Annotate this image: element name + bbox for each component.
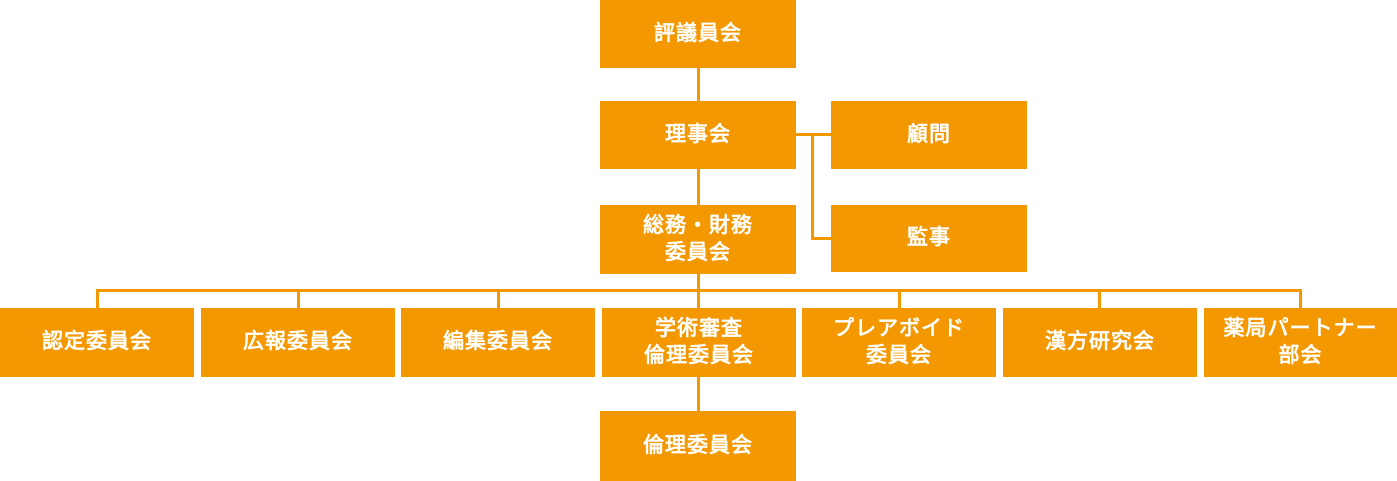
org-node-general-affairs-finance-committee-label: 総務・財務 委員会 (643, 213, 753, 264)
connector-board-to-auditor-horizontal (811, 237, 831, 240)
org-node-council-label: 評議員会 (654, 21, 742, 45)
org-node-certification-committee-label: 認定委員会 (42, 330, 152, 354)
org-node-academic-review-ethics-committee-label: 学術審査 倫理委員会 (644, 316, 754, 367)
org-node-auditor-label: 監事 (907, 226, 951, 250)
org-node-pharmacy-partner-subcommittee-label: 薬局パートナー 部会 (1223, 316, 1378, 367)
connector-board-to-auditor-vertical (811, 133, 814, 240)
org-node-editorial-committee: 編集委員会 (401, 308, 595, 377)
connector-drop-certification (96, 289, 99, 308)
org-node-ethics-committee-label: 倫理委員会 (643, 433, 753, 457)
connector-academic-review-to-ethics (697, 377, 700, 411)
org-node-general-affairs-finance-committee: 総務・財務 委員会 (600, 205, 796, 274)
org-node-ethics-committee: 倫理委員会 (600, 411, 796, 481)
org-node-advisor-label: 顧問 (907, 122, 951, 146)
org-node-academic-review-ethics-committee: 学術審査 倫理委員会 (602, 308, 796, 377)
connector-board-to-general-affairs (697, 169, 700, 205)
org-node-kampo-research-group-label: 漢方研究会 (1045, 330, 1155, 354)
org-node-public-relations-committee-label: 広報委員会 (243, 330, 353, 354)
connector-drop-editorial (497, 289, 500, 308)
connector-drop-academic-review (697, 289, 700, 308)
connector-drop-kampo (1098, 289, 1101, 308)
org-node-auditor: 監事 (831, 205, 1027, 272)
org-node-kampo-research-group: 漢方研究会 (1003, 308, 1197, 377)
connector-drop-pharmacy-partner (1299, 289, 1302, 308)
connector-drop-public-relations (297, 289, 300, 308)
connector-council-to-board (697, 68, 700, 101)
org-node-board-of-directors-label: 理事会 (665, 122, 731, 146)
org-node-council: 評議員会 (600, 0, 796, 68)
connector-drop-preavoid (898, 289, 901, 308)
org-node-preavoid-committee-label: プレアボイド 委員会 (833, 316, 965, 367)
connector-general-affairs-to-bus (697, 274, 700, 292)
org-node-public-relations-committee: 広報委員会 (201, 308, 395, 377)
org-node-editorial-committee-label: 編集委員会 (443, 330, 553, 354)
org-node-advisor: 顧問 (831, 101, 1027, 169)
org-node-pharmacy-partner-subcommittee: 薬局パートナー 部会 (1204, 308, 1397, 377)
org-node-board-of-directors: 理事会 (600, 101, 796, 169)
org-node-preavoid-committee: プレアボイド 委員会 (802, 308, 996, 377)
org-node-certification-committee: 認定委員会 (0, 308, 194, 377)
